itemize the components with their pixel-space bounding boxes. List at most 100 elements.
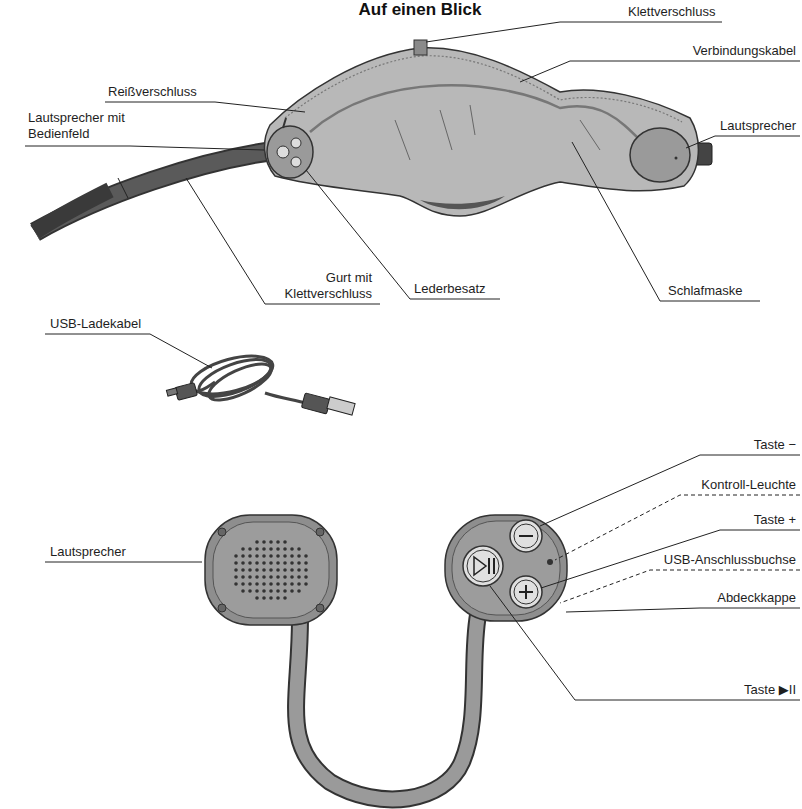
strap — [35, 150, 280, 232]
minus-button-ring — [514, 524, 538, 548]
minus-symbol — [519, 535, 533, 537]
grill-hole — [269, 561, 273, 565]
grill-hole — [248, 568, 252, 572]
grill-hole — [241, 568, 245, 572]
grill-hole — [304, 554, 308, 558]
usb-plug-a — [301, 393, 355, 415]
grill-hole — [283, 575, 287, 579]
part-label: Schlafmaske — [668, 283, 742, 299]
part-label: Lederbesatz — [414, 281, 486, 297]
grill-hole — [304, 568, 308, 572]
grill-hole — [255, 547, 259, 551]
grill-hole — [290, 568, 294, 572]
grill-hole — [290, 575, 294, 579]
grill-hole — [276, 589, 280, 593]
speaker-face — [213, 522, 329, 618]
velcro-end — [35, 190, 110, 232]
control-panel — [445, 515, 567, 621]
velcro-tab — [414, 40, 427, 55]
grill-hole — [276, 582, 280, 586]
grill-hole — [248, 575, 252, 579]
grill-hole — [248, 547, 252, 551]
grill-hole — [269, 589, 273, 593]
indicator-led — [547, 559, 553, 565]
plus-symbol — [519, 585, 533, 599]
grill-hole — [276, 568, 280, 572]
grill-hole — [297, 582, 301, 586]
part-label: USB-Ladekabel — [50, 316, 141, 332]
grill-hole — [234, 554, 238, 558]
grill-hole — [262, 561, 266, 565]
grill-hole — [262, 547, 266, 551]
grill-hole — [255, 596, 259, 600]
grill-hole — [255, 589, 259, 593]
connecting-cable — [310, 85, 640, 140]
button — [291, 138, 301, 148]
grill-hole — [283, 540, 287, 544]
grill-hole — [241, 561, 245, 565]
grill-hole — [276, 540, 280, 544]
grill-hole — [290, 554, 294, 558]
plus-button — [510, 576, 542, 608]
grill-hole — [255, 554, 259, 558]
grill-hole — [262, 540, 266, 544]
play-symbol — [474, 557, 486, 575]
play-button-ring — [467, 550, 499, 582]
grill-hole — [304, 575, 308, 579]
part-label: Lautsprecher — [50, 544, 126, 560]
screws — [218, 528, 324, 612]
grill-hole — [290, 547, 294, 551]
grill-hole — [269, 540, 273, 544]
zipper-pull — [283, 118, 286, 128]
grill-hole — [234, 568, 238, 572]
grill-hole — [269, 554, 273, 558]
grill-hole — [269, 547, 273, 551]
grill-hole — [248, 554, 252, 558]
grill-hole — [283, 554, 287, 558]
usb-cable — [187, 349, 305, 408]
grill-hole — [234, 561, 238, 565]
grill-hole — [297, 589, 301, 593]
grill-hole — [276, 554, 280, 558]
grill-hole — [234, 582, 238, 586]
connecting-band — [296, 615, 478, 799]
grill-hole — [276, 575, 280, 579]
grill-hole — [283, 561, 287, 565]
grill-hole — [290, 561, 294, 565]
play-button — [463, 546, 503, 586]
grill-hole — [248, 561, 252, 565]
minus-button — [510, 520, 542, 552]
speaker — [205, 515, 337, 625]
grill-hole — [290, 582, 294, 586]
part-label: Lautsprecher mit Bedienfeld — [28, 110, 128, 142]
part-label: Taste − — [754, 437, 796, 453]
grill-hole — [283, 596, 287, 600]
usb-plug-micro — [166, 383, 197, 401]
grill-hole — [276, 561, 280, 565]
dashed-leader-lines — [555, 495, 800, 603]
grill-hole — [262, 554, 266, 558]
grill-hole — [297, 547, 301, 551]
strap — [35, 150, 280, 232]
velcro-seam — [118, 178, 128, 198]
speaker — [630, 128, 690, 182]
grill-hole — [262, 596, 266, 600]
grill-hole — [241, 575, 245, 579]
grill-hole — [262, 575, 266, 579]
grill-hole — [297, 575, 301, 579]
grill-hole — [255, 582, 259, 586]
grill-hole — [269, 568, 273, 572]
speaker-grill — [234, 540, 308, 600]
grill-hole — [297, 554, 301, 558]
part-label: Reißverschluss — [108, 84, 197, 100]
part-label: Lautsprecher — [720, 118, 796, 134]
zipper — [285, 56, 682, 122]
part-label: Taste ▶II — [744, 682, 796, 698]
part-label: Kontroll-Leuchte — [701, 477, 796, 493]
button — [291, 157, 301, 167]
pause-symbol — [489, 558, 494, 574]
grill-hole — [283, 589, 287, 593]
sleep-mask — [265, 48, 699, 216]
grill-hole — [241, 554, 245, 558]
